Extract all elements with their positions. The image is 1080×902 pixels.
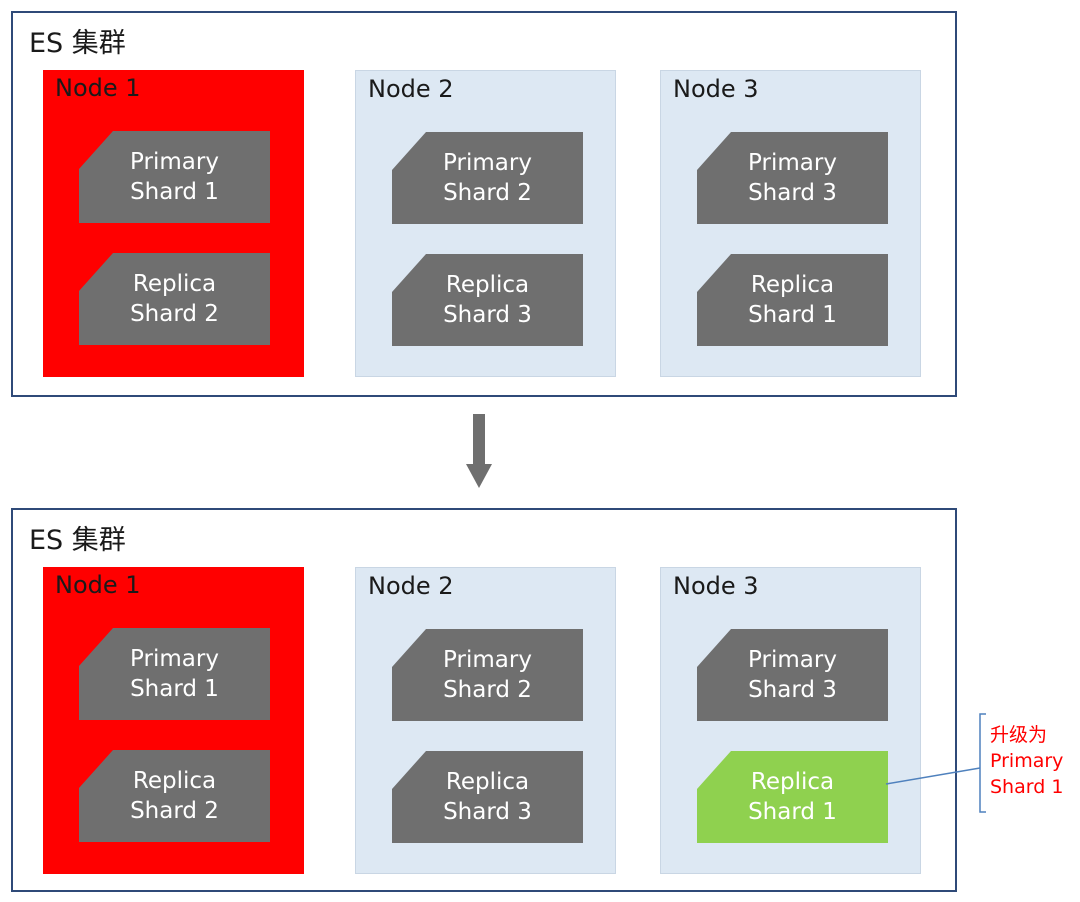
cluster-before: ES 集群 Node 1 Primary Shard 1 Replica Sha…	[11, 11, 957, 397]
node-3: Node 3 Primary Shard 3 Replica Shard 1	[660, 567, 921, 874]
shard-type: Replica	[750, 272, 835, 298]
shard: Replica Shard 3	[392, 254, 583, 346]
shard-type: Replica	[750, 769, 835, 795]
shard-id: Shard 1	[748, 799, 837, 825]
node-3: Node 3 Primary Shard 3 Replica Shard 1	[660, 70, 921, 377]
shard: Primary Shard 3	[697, 132, 888, 224]
node-title: Node 1	[55, 571, 141, 599]
shard-type: Primary	[130, 646, 219, 672]
annotation-line: Shard 1	[990, 776, 1064, 798]
node-2: Node 2 Primary Shard 2 Replica Shard 3	[355, 567, 616, 874]
node-title: Node 2	[368, 572, 454, 600]
cluster-after: ES 集群 Node 1 Primary Shard 1 Replica Sha…	[11, 508, 957, 892]
shard: Replica Shard 2	[79, 750, 270, 842]
shard-id: Shard 1	[748, 302, 837, 328]
annotation-line: 升级为	[990, 724, 1048, 746]
cluster-title: ES 集群	[29, 525, 126, 556]
shard: Replica Shard 1	[697, 254, 888, 346]
node-title: Node 1	[55, 74, 141, 102]
shard: Primary Shard 2	[392, 629, 583, 721]
promoted-shard: Replica Shard 1	[697, 751, 888, 843]
shard: Primary Shard 1	[79, 628, 270, 720]
shard-type: Primary	[443, 647, 532, 673]
shard-type: Primary	[443, 150, 532, 176]
shard-type: Primary	[130, 149, 219, 175]
shard-type: Primary	[748, 150, 837, 176]
shard-id: Shard 1	[130, 179, 219, 205]
shard-type: Replica	[445, 272, 530, 298]
shard-type: Primary	[748, 647, 837, 673]
shard-id: Shard 3	[748, 180, 837, 206]
shard: Primary Shard 3	[697, 629, 888, 721]
node-1: Node 1 Primary Shard 1 Replica Shard 2	[43, 70, 304, 377]
shard: Replica Shard 3	[392, 751, 583, 843]
node-1: Node 1 Primary Shard 1 Replica Shard 2	[43, 567, 304, 874]
shard-type: Replica	[132, 768, 217, 794]
shard-id: Shard 2	[130, 798, 219, 824]
shard-id: Shard 1	[130, 676, 219, 702]
shard-id: Shard 2	[130, 301, 219, 327]
shard-id: Shard 2	[443, 677, 532, 703]
shard-id: Shard 3	[443, 799, 532, 825]
cluster-title: ES 集群	[29, 28, 126, 59]
node-title: Node 3	[673, 572, 759, 600]
annotation-line: Primary	[990, 750, 1064, 772]
node-title: Node 2	[368, 75, 454, 103]
node-title: Node 3	[673, 75, 759, 103]
arrow-down-icon	[466, 414, 492, 488]
shard-id: Shard 3	[443, 302, 532, 328]
shard: Replica Shard 2	[79, 253, 270, 345]
shard: Primary Shard 2	[392, 132, 583, 224]
shard: Primary Shard 1	[79, 131, 270, 223]
promotion-annotation: 升级为 Primary Shard 1	[990, 722, 1063, 800]
shard-id: Shard 2	[443, 180, 532, 206]
node-2: Node 2 Primary Shard 2 Replica Shard 3	[355, 70, 616, 377]
shard-type: Replica	[445, 769, 530, 795]
shard-id: Shard 3	[748, 677, 837, 703]
shard-type: Replica	[132, 271, 217, 297]
